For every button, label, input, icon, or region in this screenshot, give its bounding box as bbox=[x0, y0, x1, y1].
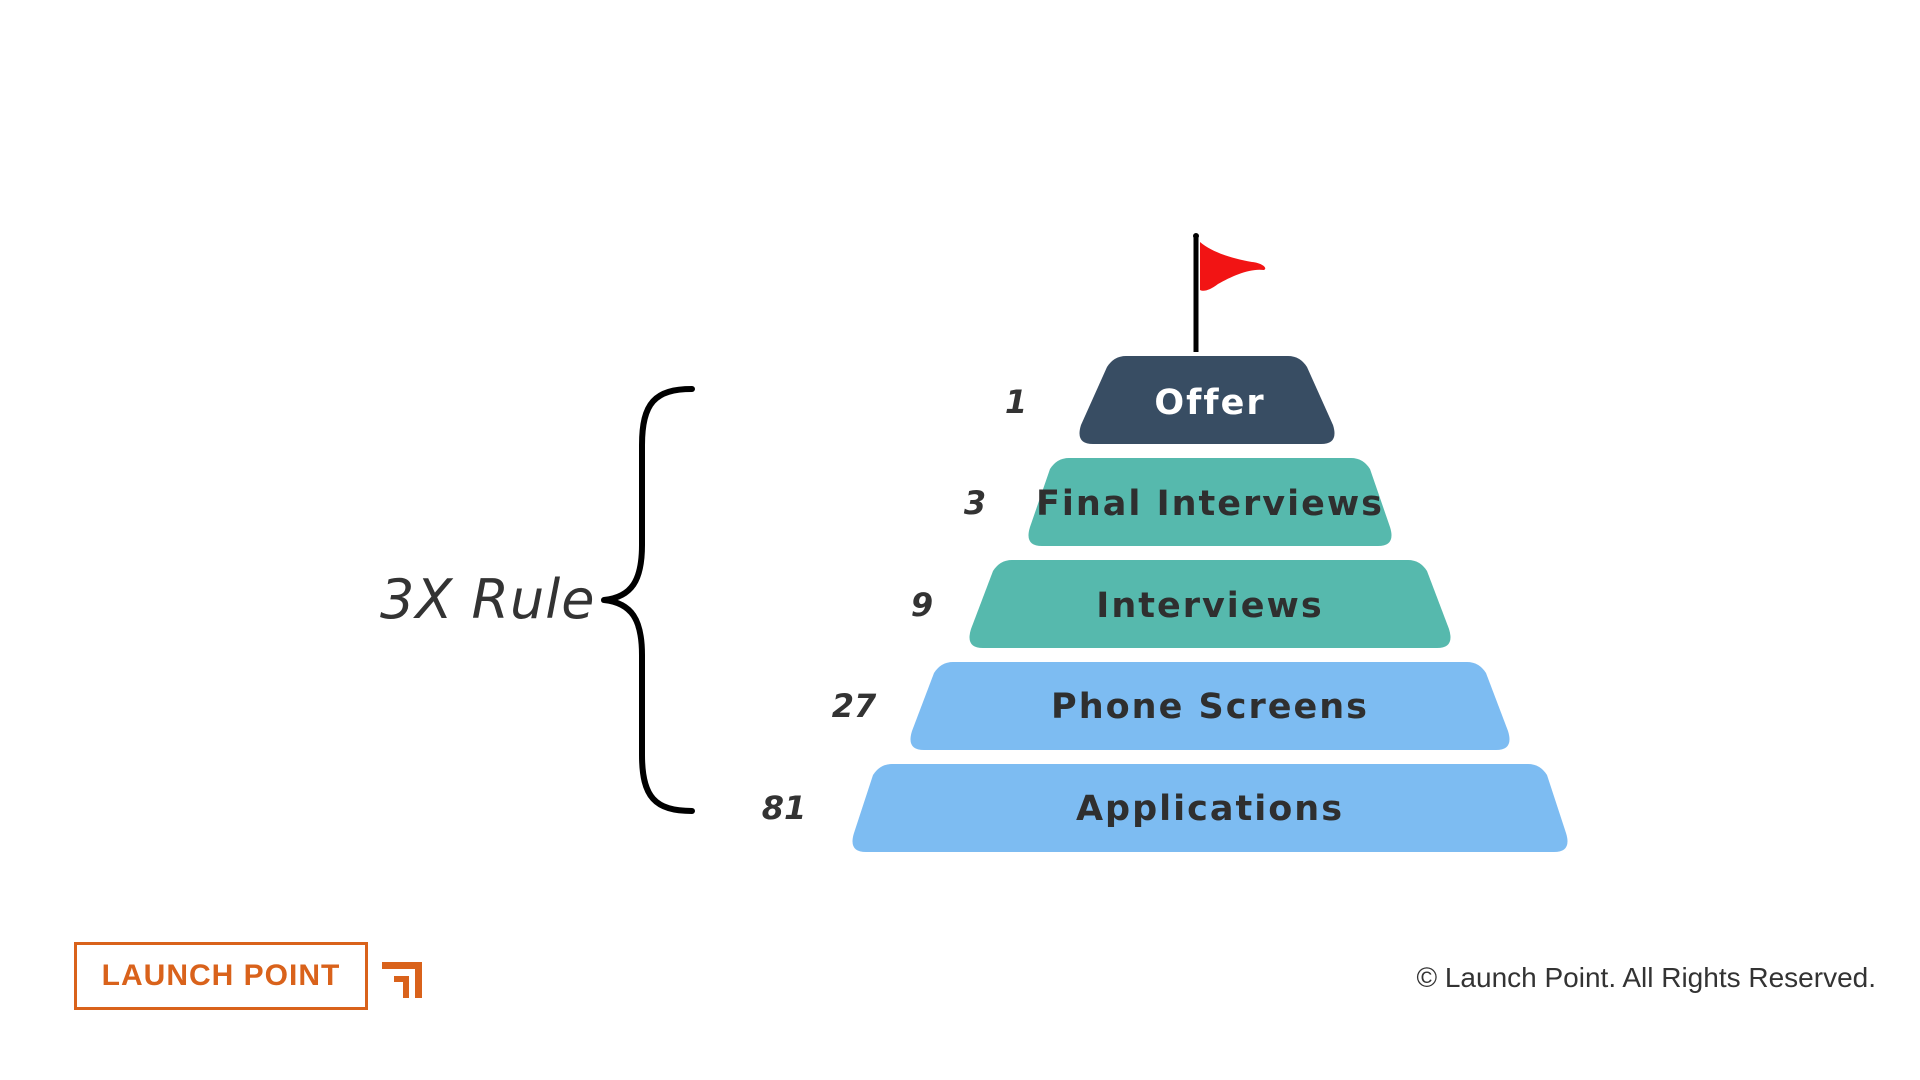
copyright-text: © Launch Point. All Rights Reserved. bbox=[1416, 962, 1876, 993]
tier-label-interviews: Interviews bbox=[1096, 586, 1323, 626]
logo-mark-icon bbox=[382, 962, 422, 998]
tier-applications: Applications 81 bbox=[762, 764, 1568, 852]
tier-label-applications: Applications bbox=[1076, 789, 1344, 829]
curly-brace-icon bbox=[601, 386, 695, 814]
tier-label-offer: Offer bbox=[1154, 383, 1265, 423]
tier-phone-screens: Phone Screens 27 bbox=[832, 662, 1510, 750]
tier-count-phone-screens: 27 bbox=[832, 687, 877, 725]
flag-icon bbox=[1193, 233, 1266, 352]
tier-count-offer: 1 bbox=[1005, 383, 1027, 421]
tier-final-interviews: Final Interviews 3 bbox=[964, 458, 1392, 546]
tier-label-final-interviews: Final Interviews bbox=[1036, 484, 1384, 524]
tier-count-applications: 81 bbox=[762, 789, 807, 827]
rule-label: 3X Rule bbox=[380, 568, 596, 631]
logo-text: LAUNCH POINT bbox=[101, 959, 341, 992]
tier-interviews: Interviews 9 bbox=[911, 560, 1451, 648]
tier-count-interviews: 9 bbox=[911, 586, 933, 624]
tier-offer: Offer 1 bbox=[1005, 356, 1335, 444]
tier-count-final-interviews: 3 bbox=[964, 484, 986, 522]
launch-point-logo: LAUNCH POINT bbox=[74, 942, 368, 1010]
tier-label-phone-screens: Phone Screens bbox=[1051, 687, 1369, 727]
